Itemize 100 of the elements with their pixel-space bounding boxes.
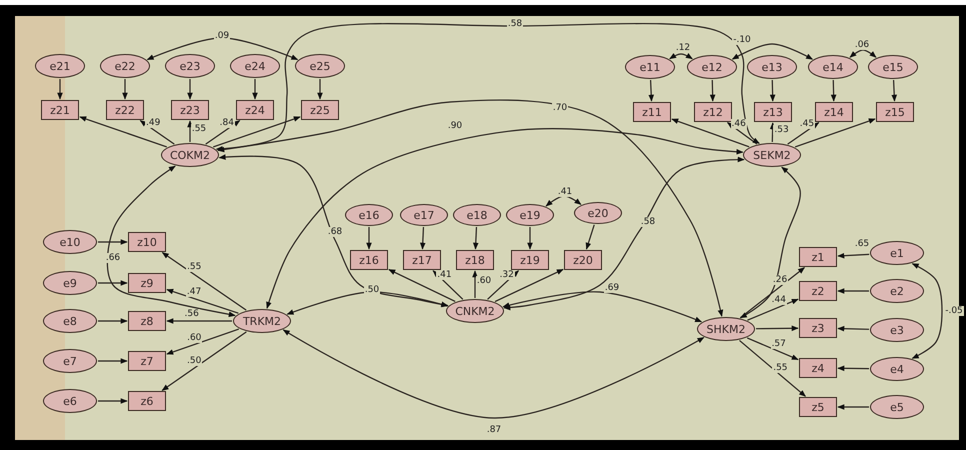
path-arrow: [205, 120, 240, 145]
observed-box: [350, 250, 388, 270]
variable-name: z14: [824, 106, 844, 118]
path-arrow: [166, 328, 240, 355]
observed-box: [799, 247, 837, 267]
covariance-arrow: [669, 53, 693, 60]
variable-name: z6: [140, 394, 154, 408]
coefficient-label: .58: [506, 19, 524, 29]
covariance-arrow: [546, 195, 582, 206]
observed-box: [106, 100, 144, 120]
variable-name: e15: [882, 60, 904, 74]
observed-box: [633, 102, 671, 122]
variable-name: z1: [812, 250, 824, 264]
coefficient-label: .06: [854, 40, 870, 50]
variable-name: z20: [573, 254, 593, 266]
covariance-arrow: [106, 166, 236, 318]
variable-name: e9: [63, 276, 77, 290]
coefficient-label: .87: [486, 425, 502, 435]
coefficient-label: .60: [476, 276, 492, 286]
coefficient-label: .69: [604, 283, 620, 293]
variable-name: z19: [520, 254, 540, 266]
observed-box: [41, 100, 79, 120]
path-arrow: [420, 226, 426, 250]
path-arrow: [472, 270, 478, 298]
coefficient-label: .66: [104, 253, 122, 263]
path-arrow: [710, 80, 716, 102]
variable-name: e25: [310, 60, 330, 72]
covariance-arrow: [732, 43, 814, 60]
path-arrow: [747, 298, 799, 321]
coefficient-label: .56: [184, 309, 200, 319]
coefficient-label: .55: [186, 262, 202, 272]
variable-name: e12: [702, 60, 722, 74]
coefficient-label: .12: [674, 43, 692, 53]
variable-name: e7: [63, 354, 77, 368]
coefficient-label: .70: [552, 103, 568, 113]
variable-name: z7: [140, 354, 154, 368]
path-arrow: [122, 79, 128, 100]
observed-box: [754, 102, 792, 122]
observed-box: [128, 351, 166, 371]
variable-name: e20: [588, 206, 608, 220]
variable-name: z24: [245, 104, 265, 116]
variable-name: z13: [763, 106, 783, 118]
coefficient-label: .41: [556, 187, 574, 197]
variable-name: e23: [180, 60, 200, 72]
variable-name: e21: [50, 60, 70, 72]
variable-name: z21: [50, 104, 70, 116]
path-arrow: [472, 226, 479, 250]
path-arrow: [739, 340, 806, 397]
observed-box: [799, 358, 837, 378]
variable-name: z22: [115, 104, 135, 116]
path-arrow: [317, 79, 323, 100]
observed-box: [511, 250, 549, 270]
covariance-arrow: [502, 291, 702, 322]
observed-box: [171, 100, 209, 120]
covariance-arrow: [216, 22, 760, 152]
path-arrow: [770, 122, 776, 142]
variable-name: z17: [412, 254, 432, 266]
covariance-arrow: [503, 156, 745, 310]
path-arrow: [388, 269, 456, 302]
path-arrow: [837, 326, 870, 332]
path-arrow: [787, 122, 820, 145]
observed-box: [815, 102, 853, 122]
variable-name: e18: [466, 208, 488, 222]
variable-name: z5: [812, 400, 824, 414]
variable-name: e8: [63, 314, 77, 328]
path-arrow: [166, 318, 232, 324]
covariance-arrow: [217, 99, 724, 317]
observed-box: [564, 250, 602, 270]
path-arrow: [187, 120, 193, 142]
path-arrow: [830, 80, 836, 102]
coefficient-label: .68: [326, 227, 344, 237]
coefficient-label: .50: [186, 356, 202, 366]
covariance-arrow: [266, 128, 744, 309]
variable-name: z23: [180, 104, 200, 116]
covariance-arrow: [286, 291, 448, 315]
variable-name: z3: [812, 322, 824, 334]
variable-name: e24: [244, 60, 266, 72]
variable-name: z15: [885, 106, 905, 118]
path-arrow: [98, 239, 128, 245]
observed-box: [799, 397, 837, 417]
variable-name: z4: [812, 362, 824, 374]
covariance-arrow: [850, 49, 876, 58]
path-arrow: [837, 252, 870, 258]
path-arrow: [166, 288, 239, 314]
observed-box: [403, 250, 441, 270]
path-arrow: [140, 120, 175, 145]
covariance-arrow: [740, 166, 801, 318]
path-arrow: [366, 227, 372, 250]
path-arrow: [98, 280, 128, 286]
path-arrow: [794, 118, 876, 148]
variable-name: z8: [140, 314, 154, 328]
path-arrow: [79, 116, 167, 148]
coefficient-label: .57: [770, 339, 787, 350]
path-arrow: [756, 325, 799, 332]
path-arrow: [252, 79, 258, 100]
path-arrow: [162, 331, 247, 391]
variable-name: z9: [140, 276, 154, 290]
variable-name: SHKM2: [706, 322, 746, 336]
covariance-arrow: [912, 263, 943, 359]
path-arrow: [837, 288, 869, 294]
